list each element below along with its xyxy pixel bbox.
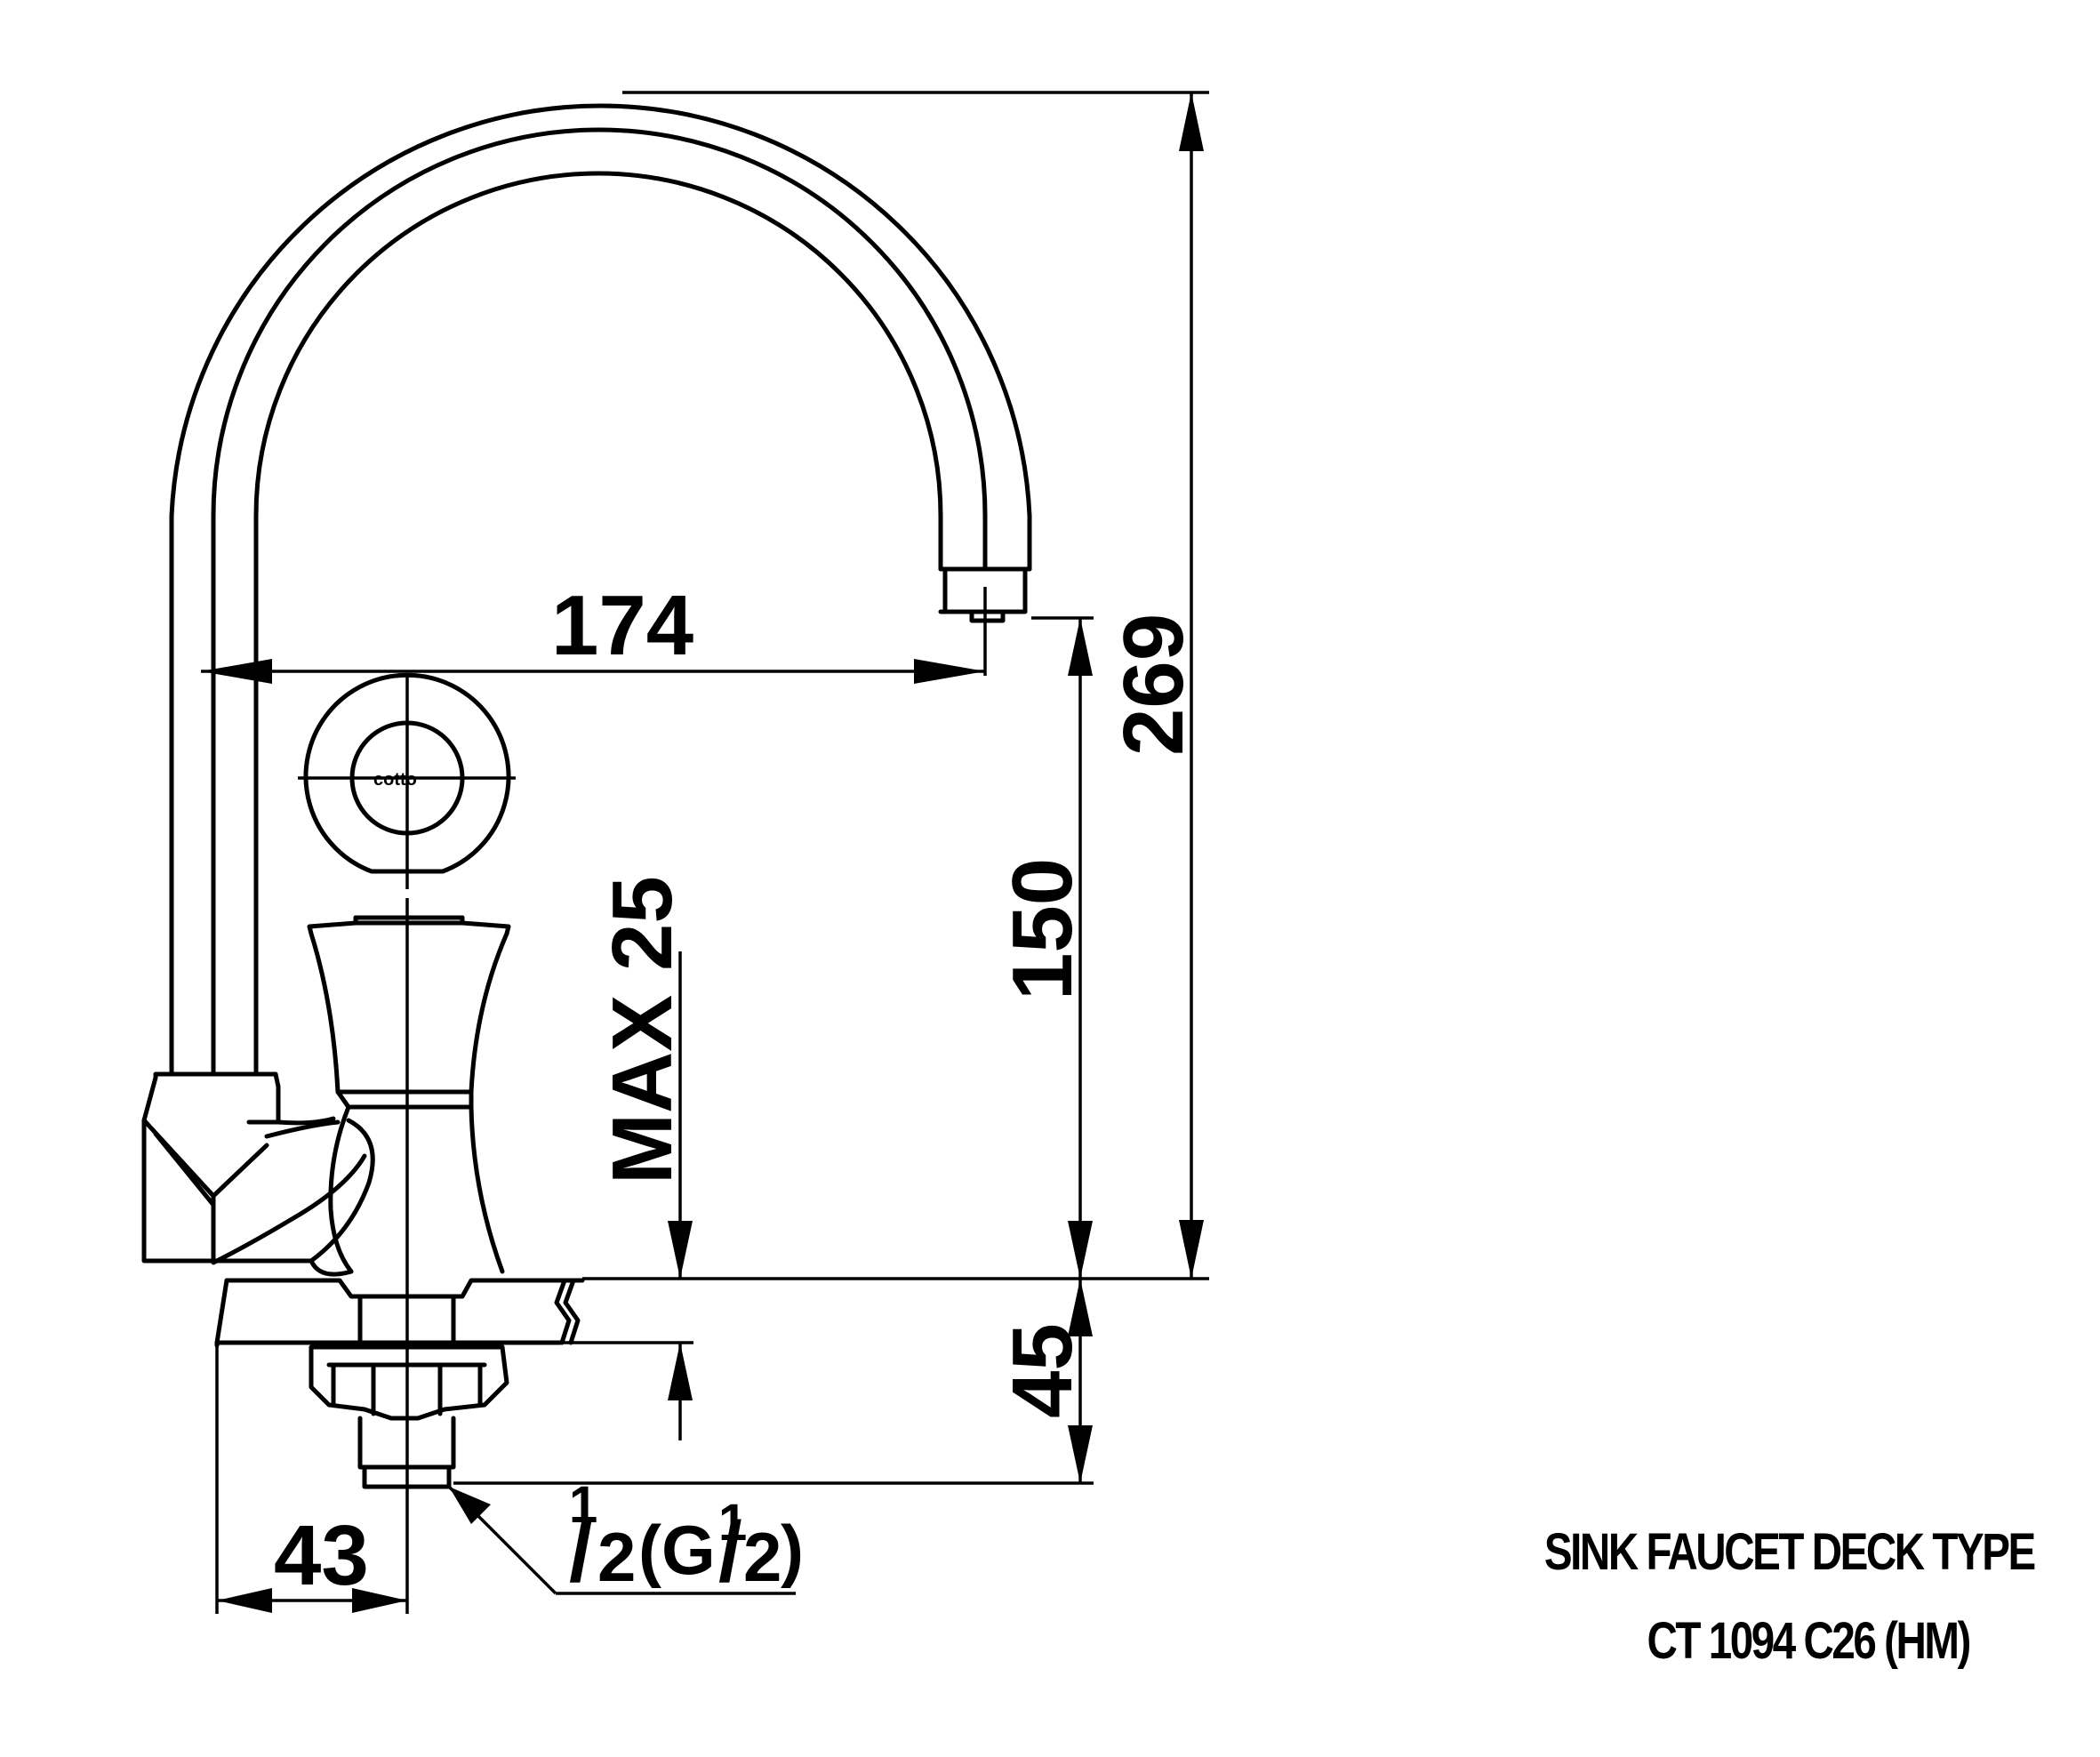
dim-deck-thickness: MAX 25	[560, 876, 693, 1440]
dim-total-height: 269	[622, 91, 1209, 1279]
dim-total-height-label: 269	[1106, 614, 1201, 756]
thread-spec-open: (G	[638, 1511, 716, 1589]
dim-reach: 174	[201, 578, 987, 684]
dim-deck-thickness-label: MAX 25	[595, 876, 690, 1184]
model-number: CT 1094 C26 (HM)	[1647, 1612, 1972, 1670]
spout-socket	[141, 1071, 375, 1277]
brand-logo: cotto	[373, 770, 417, 790]
dim-base-offset-label: 43	[274, 1508, 369, 1603]
dim-below-deck: 45	[453, 1279, 1094, 1485]
handle-top-view: cotto	[298, 672, 516, 889]
thread-spec-numerator: 1	[718, 1494, 747, 1552]
dim-base-offset: 43	[215, 1334, 409, 1614]
dim-below-deck-label: 45	[995, 1323, 1090, 1418]
dim-reach-label: 174	[551, 578, 693, 673]
thread-fraction-numerator: 1	[569, 1476, 597, 1534]
thread-spec-close: )	[781, 1511, 804, 1589]
thread-callout: 1 / 2 (G 1 / 2 )	[447, 1476, 804, 1600]
deck-section	[214, 1278, 585, 1489]
product-title: SINK FAUCET DECK TYPE	[1544, 1523, 2036, 1581]
thread-spec-denominator: 2	[743, 1518, 781, 1596]
dim-spout-height-label: 150	[995, 858, 1090, 1000]
thread-fraction-denominator: 2	[597, 1518, 636, 1596]
dim-spout-height: 150	[995, 616, 1094, 1279]
thread-spec-slash: /	[718, 1504, 742, 1600]
handle-side	[307, 898, 511, 1334]
thread-fraction-slash: /	[569, 1504, 593, 1600]
